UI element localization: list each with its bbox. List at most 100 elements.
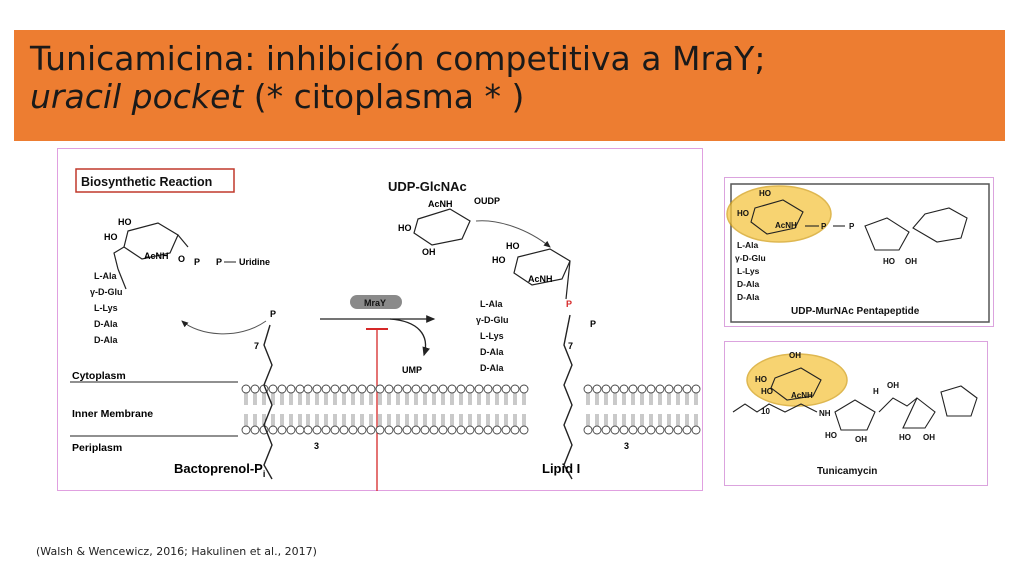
repeat-7-left: 7 [254,341,259,351]
lipid-head [348,384,358,394]
lipid-head [295,425,305,435]
lipid-head [456,425,466,435]
lipid-head [402,425,412,435]
lipid-head [429,425,439,435]
tuni-oh-2: OH [855,435,867,444]
lipid-head [250,425,260,435]
tuni-acnh: AcNH [791,391,813,400]
lipid-head [501,384,511,394]
prod-pep-0: L-Ala [480,299,503,309]
product-ho-2: HO [492,255,506,265]
udp-pep-2: L-Lys [737,266,760,276]
lipid-head [339,384,349,394]
lipid-head [438,425,448,435]
udp-pep-4: D-Ala [737,292,759,302]
lipid-head [286,384,296,394]
lipid-head [664,425,674,435]
bactoprenol-text: Bactoprenol-P [174,461,263,476]
left-peptide: L-Ala γ-D-Glu L-Lys D-Ala D-Ala [90,271,123,345]
lipid-head [393,384,403,394]
left-pep-2: L-Lys [94,303,118,313]
lipid-head [682,384,692,394]
lipid-head [438,384,448,394]
cytoplasm-label: Cytoplasm [72,370,126,382]
lipid-head [312,425,322,435]
product-acnh: AcNH [528,274,553,284]
left-pep-1: γ-D-Glu [90,287,123,297]
udp-pep-1: γ-D-Glu [735,253,766,263]
lipid-head [456,384,466,394]
lipid-head [501,425,511,435]
tunicamycin-diagram: OH HO HO AcNH 10 NH HO OH H OH HO OH Tun… [732,351,978,477]
lipid-head [268,384,278,394]
mray-pill [350,295,402,309]
udp-murnac-diagram: HO HO AcNH P P HO OH L-Ala γ-D-Glu L-Lys… [726,183,990,323]
lipid-head [286,425,296,435]
lipid-head [474,425,484,435]
lipid-head [366,384,376,394]
lipid-head [583,425,593,435]
left-p1: P [194,257,200,267]
tunicamycin-figure: OH HO HO AcNH 10 NH HO OH H OH HO OH Tun… [724,341,988,486]
top-ho: HO [398,223,412,233]
lipid-head [429,384,439,394]
slide-title: Tunicamicina: inhibición competitiva a M… [14,30,1005,141]
product-p2: P [590,319,596,329]
udp-pep-0: L-Ala [737,240,759,250]
lipid-head [592,425,602,435]
repeat-3-right: 3 [624,441,629,451]
product-sugar-structure [513,248,571,300]
uridine-label: Uridine [239,257,270,267]
udp-oh: OH [905,257,917,266]
bactoprenol-label: Bactoprenol-Pi [174,461,265,479]
lipid-head [510,384,520,394]
lipid-head [592,384,602,394]
lipid-head [664,384,674,394]
lipid-head [583,384,593,394]
left-ho-2: HO [104,232,118,242]
lipid-head [330,425,340,435]
udp-pep-3: D-Ala [737,279,759,289]
top-sugar-structure [413,208,471,246]
lipid-head [420,384,430,394]
ump-label: UMP [402,365,422,375]
tunicamycin-label: Tunicamycin [817,466,877,477]
lipid-head [447,384,457,394]
lipid-head [483,384,493,394]
biosynthesis-diagram: Biosynthetic Reaction UDP-GlcNAc HO HO A… [70,168,701,491]
tuni-h: H [873,387,879,396]
lipid-head [366,425,376,435]
lipid-i-chain [563,314,573,480]
bactoprenol-sub: i [263,469,266,479]
lipid-head [673,425,683,435]
lipid-head [241,425,251,435]
reaction-label-box [75,168,235,193]
periplasm-label: Periplasm [72,442,122,454]
lipid-head [321,425,331,435]
repeat-7-right: 7 [568,341,573,351]
prod-pep-2: L-Lys [480,331,504,341]
lipid-head [510,425,520,435]
lipid-head [465,384,475,394]
tuni-oh-1: OH [789,351,801,360]
udp-ho-1: HO [759,189,771,198]
udp-p1: P [821,222,827,231]
tuni-ho-1: HO [755,375,767,384]
left-p2: P [216,257,222,267]
lipid-head [601,384,611,394]
tuni-ho-2: HO [761,387,773,396]
lipid-head [601,425,611,435]
prod-pep-3: D-Ala [480,347,504,357]
lipid-head [465,425,475,435]
title-line-2: uracil pocket (* citoplasma * ) [30,78,989,116]
udp-ho-3: HO [883,257,895,266]
lipid-head [610,384,620,394]
lipid-head [492,384,502,394]
lipid-head [628,384,638,394]
lipid-head [447,425,457,435]
lipid-head [277,384,287,394]
lipid-head [375,425,385,435]
lipid-head [348,425,358,435]
tuni-oh-3: OH [887,381,899,390]
lipid-head [646,425,656,435]
